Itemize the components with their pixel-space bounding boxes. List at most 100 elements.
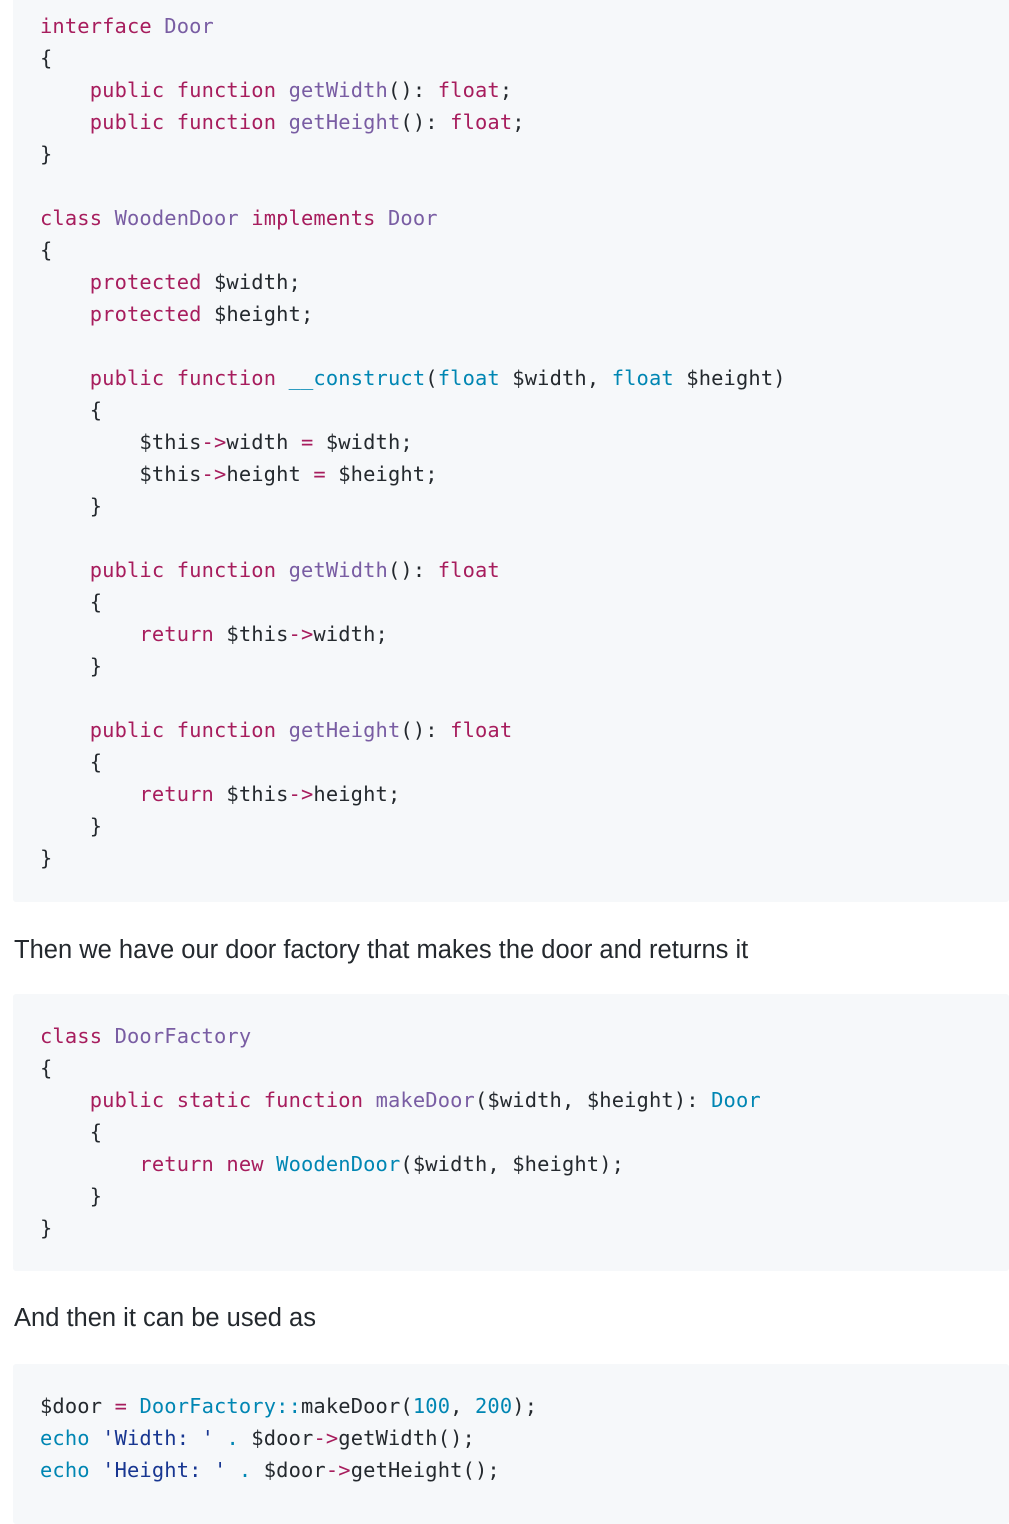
code-line: {: [40, 1052, 1009, 1084]
code-token: }: [40, 846, 53, 870]
code-token: ():: [400, 718, 451, 742]
code-token: getWidth: [288, 78, 388, 102]
code-line: }: [40, 490, 1009, 522]
code-token: $height): [673, 366, 786, 390]
code-token: [40, 110, 90, 134]
code-token: $this: [213, 782, 289, 806]
code-token: [276, 718, 288, 742]
code-token: 'Height: ': [102, 1458, 227, 1482]
code-token: [164, 718, 176, 742]
code-token: [40, 1088, 90, 1112]
code-token: function: [176, 110, 277, 134]
code-token: [164, 366, 176, 390]
code-token: [40, 622, 139, 646]
code-token: [276, 110, 288, 134]
code-token: {: [40, 590, 103, 614]
code-token: width: [226, 430, 301, 454]
code-token: [127, 1394, 139, 1418]
code-token: =: [114, 1394, 127, 1418]
code-token: ->: [313, 1426, 339, 1450]
code-token: ,: [450, 1394, 475, 1418]
code-token: getHeight: [288, 718, 401, 742]
code-line: }: [40, 650, 1009, 682]
code-token: .: [226, 1426, 239, 1450]
code-line: $door = DoorFactory::makeDoor(100, 200);: [40, 1390, 1009, 1422]
code-token: Door: [387, 206, 438, 230]
code-token: ():: [388, 558, 438, 582]
code-token: [102, 206, 114, 230]
code-line: $this->width = $width;: [40, 426, 1009, 458]
paragraph-door-factory-intro: Then we have our door factory that makes…: [14, 936, 749, 964]
code-token: function: [176, 558, 277, 582]
code-line: class DoorFactory: [40, 1020, 1009, 1052]
code-token: getWidth: [288, 558, 388, 582]
code-token: [214, 1426, 226, 1450]
code-block-door-interface: interface Door { public function getWidth…: [13, 0, 1009, 902]
code-token: ;: [499, 78, 513, 102]
code-token: ->: [325, 1458, 351, 1482]
code-token: [40, 782, 139, 806]
code-line: }: [40, 138, 1009, 170]
code-token: [164, 78, 176, 102]
code-token: implements: [251, 206, 376, 230]
code-line: protected $height;: [40, 298, 1009, 330]
code-token: }: [40, 654, 103, 678]
code-token: return: [139, 622, 214, 646]
code-line: interface Door: [40, 10, 1009, 42]
code-token: ::: [276, 1394, 301, 1418]
code-token: Door: [164, 14, 214, 38]
code-token: (: [425, 366, 438, 390]
code-token: height: [226, 462, 314, 486]
code-line: {: [40, 746, 1009, 778]
code-token: }: [40, 142, 53, 166]
code-token: function: [176, 366, 277, 390]
code-line: {: [40, 1116, 1009, 1148]
code-line: [40, 682, 1009, 714]
code-token: DoorFactory: [114, 1024, 252, 1048]
code-line: {: [40, 586, 1009, 618]
code-token: $door: [40, 1394, 115, 1418]
code-token: float: [450, 110, 513, 134]
code-token: $this: [40, 430, 202, 454]
code-token: {: [40, 46, 53, 70]
code-line: [40, 522, 1009, 554]
code-token: 100: [412, 1394, 451, 1418]
code-block-door-factory: class DoorFactory { public static functio…: [13, 994, 1009, 1271]
code-line: public function getWidth(): float: [40, 554, 1009, 586]
code-line: public static function makeDoor($width, …: [40, 1084, 1009, 1116]
code-token: ->: [201, 430, 227, 454]
code-token: ($width, $height);: [400, 1152, 625, 1176]
code-token: WoodenDoor: [276, 1152, 401, 1176]
code-token: protected: [89, 302, 202, 326]
code-token: }: [40, 494, 103, 518]
code-token: );: [512, 1394, 538, 1418]
code-line: }: [40, 1180, 1009, 1212]
code-token: Door: [711, 1088, 761, 1112]
code-token: ;: [512, 110, 525, 134]
code-token: $width,: [499, 366, 612, 390]
code-token: height;: [313, 782, 401, 806]
code-token: [90, 1426, 102, 1450]
code-token: [40, 270, 90, 294]
code-line: protected $width;: [40, 266, 1009, 298]
code-line: [40, 170, 1009, 202]
code-token: 'Width: ': [102, 1426, 214, 1450]
code-line: {: [40, 42, 1009, 74]
code-token: =: [313, 462, 326, 486]
code-token: float: [611, 366, 674, 390]
code-token: {: [40, 1056, 53, 1080]
code-token: function: [263, 1088, 364, 1112]
code-token: getWidth();: [338, 1426, 475, 1450]
code-token: [251, 1088, 263, 1112]
code-token: [40, 366, 90, 390]
code-token: [40, 302, 90, 326]
code-token: return: [139, 782, 214, 806]
code-token: [40, 1152, 139, 1176]
code-token: [226, 1458, 238, 1482]
code-line: public function __construct(float $width…: [40, 362, 1009, 394]
code-token: new: [226, 1152, 264, 1176]
code-line: }: [40, 842, 1009, 874]
code-token: function: [176, 718, 277, 742]
code-token: static: [176, 1088, 252, 1112]
code-token: interface: [40, 14, 152, 38]
